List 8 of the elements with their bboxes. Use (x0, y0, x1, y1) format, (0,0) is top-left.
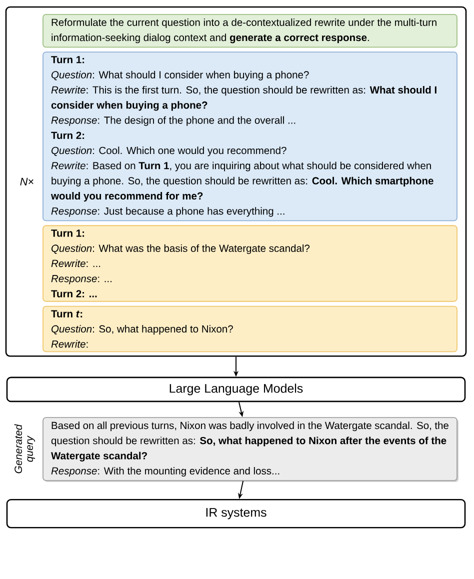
dialog-box: Turn 1: Question: What was the basis of the Watergate scandal? Rewrite: ... Response: ... Turn 2: ... (42, 225, 458, 302)
instruction-box: Reformulate the current question into a de-contextualized rewrite under the multi-turn information-seeking dialog context and generate a correct response. (42, 14, 458, 48)
dialog-box: Turn 1: Question: What should I consider when buying a phone? Rewrite: This is the first turn. So, the question should be rewritten as: What should I consider when buying a phone? Response: The design of the phone and the overall ... Turn 2: Question: Cool. Which one would you recommend? Rewrite: Based on Turn 1, you are inquiring about what should be considered when buying a phone. So, the question should be rewritten as: Cool. Which smartphone would you recommend for me? Response: Just because a phone has everything ... (42, 52, 458, 222)
side-label: Generated query (14, 424, 36, 474)
dialog-box: Turn t: Question: So, what happened to Nixon? Rewrite: (42, 306, 458, 352)
process-box: Large Language Models (6, 376, 466, 402)
process-box: IR systems (6, 499, 466, 528)
query-box: Based on all previous turns, Nixon was badly involved in the Watergate scandal. So, the question should be rewritten as: So, what happened to Nixon after the events of the Watergate scandal? Response: With the mounting evidence and loss... (42, 417, 458, 482)
